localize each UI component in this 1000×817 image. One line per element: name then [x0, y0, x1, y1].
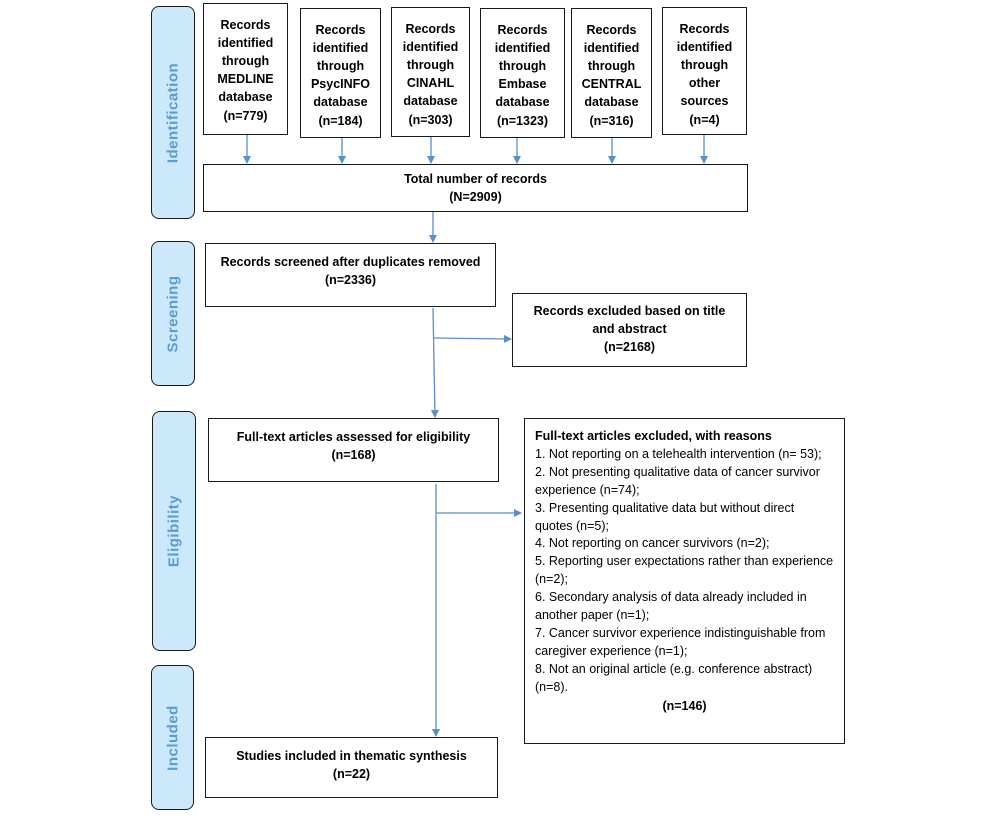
phase-screening: Screening	[151, 241, 195, 386]
excluded-count: (n=2168)	[603, 340, 656, 354]
source-box-embase: Records identified through Embase databa…	[480, 8, 565, 138]
source-box-central: Records identified through CENTRAL datab…	[571, 8, 652, 138]
exclusion-reason: 2. Not presenting qualitative data of ca…	[535, 464, 820, 497]
source-count: (n=184)	[318, 114, 363, 128]
excluded-label: Records excluded based on title and abst…	[533, 304, 726, 336]
total-records-box: Total number of records (N=2909)	[203, 164, 748, 212]
source-label: Records identified through other sources	[676, 22, 733, 108]
included-count: (n=22)	[332, 767, 371, 781]
screened-box: Records screened after duplicates remove…	[205, 243, 496, 307]
source-box-cinahl: Records identified through CINAHL databa…	[391, 7, 470, 137]
included-studies-box: Studies included in thematic synthesis (…	[205, 737, 498, 798]
source-label: Records identified through CENTRAL datab…	[581, 23, 642, 109]
source-count: (n=4)	[689, 113, 720, 127]
assessed-label: Full-text articles assessed for eligibil…	[236, 430, 471, 444]
source-label: Records identified through MEDLINE datab…	[217, 18, 274, 104]
phase-included: Included	[151, 665, 194, 810]
source-box-medline: Records identified through MEDLINE datab…	[203, 3, 288, 135]
arrow-screened-to-assessed	[430, 307, 439, 418]
phase-identification: Identification	[151, 6, 195, 219]
source-count: (n=303)	[408, 113, 453, 127]
screened-label: Records screened after duplicates remove…	[220, 255, 481, 269]
exclusion-reason: 3. Presenting qualitative data but witho…	[535, 500, 795, 533]
screened-count: (n=2336)	[324, 273, 377, 287]
fulltext-excluded-box: Full-text articles excluded, with reason…	[524, 418, 845, 744]
total-label: Total number of records	[404, 172, 547, 186]
excluded-reasons-title: Full-text articles excluded, with reason…	[535, 429, 772, 443]
source-count: (n=779)	[223, 109, 268, 123]
exclusion-reason: 8. Not an original article (e.g. confere…	[535, 661, 813, 694]
exclusion-reason: 4. Not reporting on cancer survivors (n=…	[535, 536, 770, 551]
source-label: Records identified through PsycINFO data…	[310, 23, 371, 109]
exclusion-reason: 7. Cancer survivor experience indistingu…	[535, 625, 826, 658]
fulltext-assessed-box: Full-text articles assessed for eligibil…	[208, 418, 499, 482]
exclusion-reason: 1. Not reporting on a telehealth interve…	[535, 446, 822, 461]
excluded-total-count: (n=146)	[662, 698, 707, 713]
source-count: (n=1323)	[496, 114, 549, 128]
exclusion-reason: 5. Reporting user expectations rather th…	[535, 554, 834, 587]
title-abstract-excluded-box: Records excluded based on title and abst…	[512, 293, 747, 367]
source-label: Records identified through Embase databa…	[494, 23, 551, 109]
phase-eligibility: Eligibility	[152, 411, 196, 651]
exclusion-reason: 6. Secondary analysis of data already in…	[535, 590, 807, 623]
source-count: (n=316)	[589, 114, 634, 128]
source-box-psycinfo: Records identified through PsycINFO data…	[300, 8, 381, 138]
assessed-count: (n=168)	[331, 448, 376, 462]
total-count: (N=2909)	[449, 190, 502, 204]
source-label: Records identified through CINAHL databa…	[402, 22, 459, 108]
source-box-other: Records identified through other sources…	[662, 7, 747, 135]
arrow-screened-to-excluded	[433, 334, 512, 343]
included-label: Studies included in thematic synthesis	[236, 749, 467, 763]
